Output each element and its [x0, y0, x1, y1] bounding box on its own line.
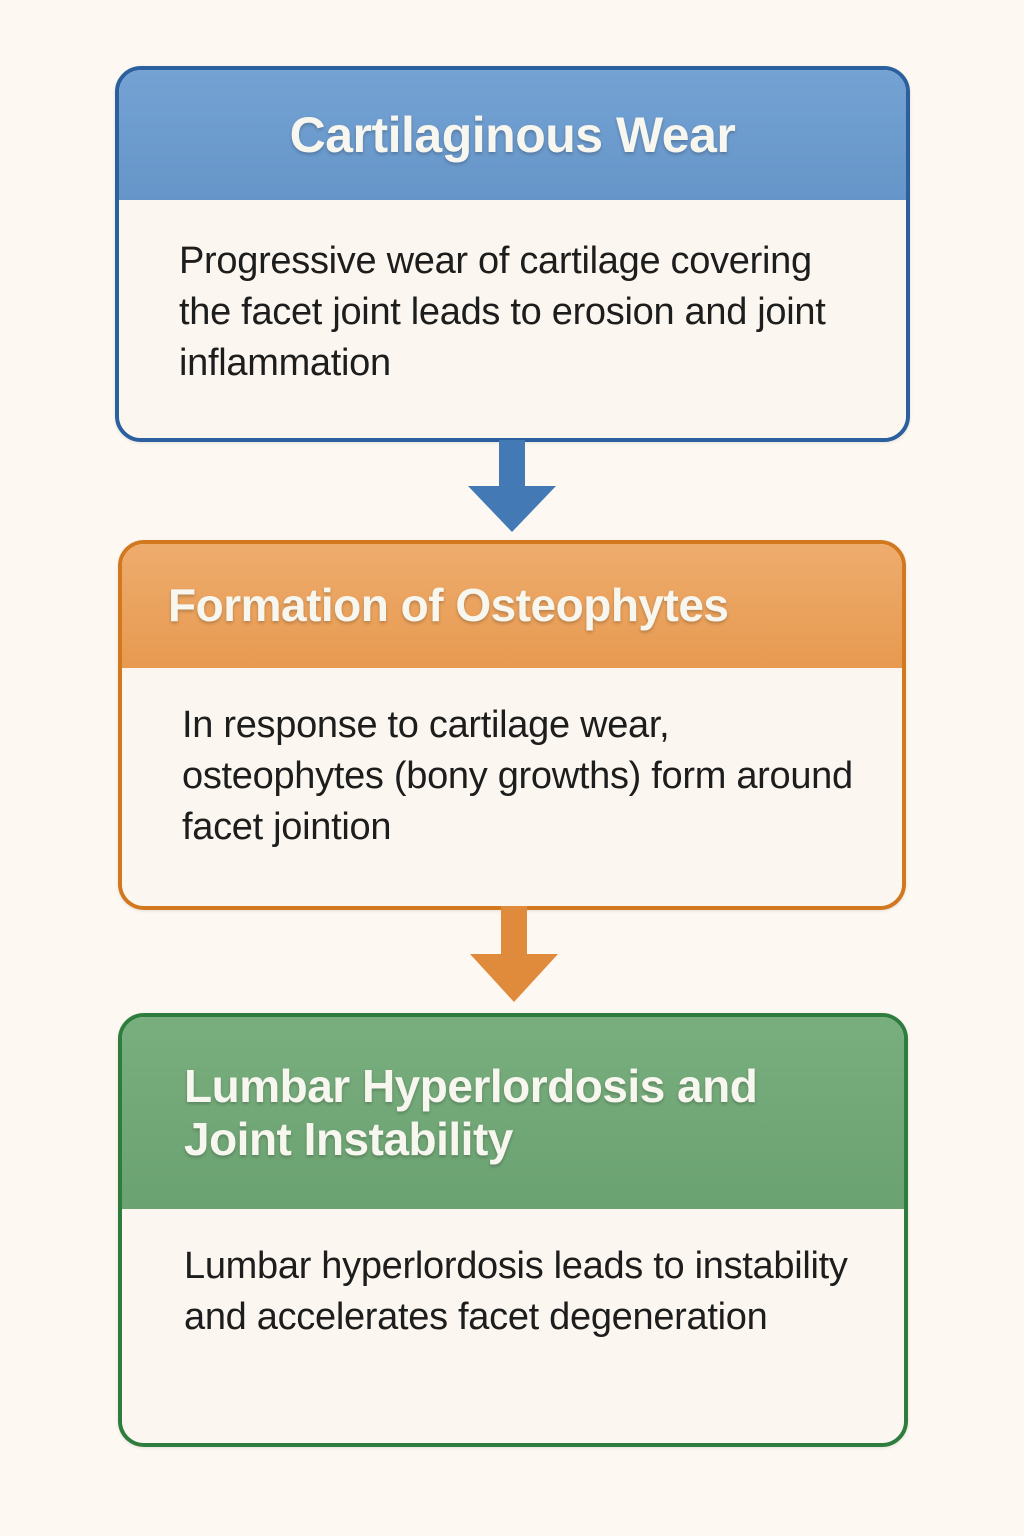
- flow-node-body-lumbar-hyperlordosis: Lumbar hyperlordosis leads to instabilit…: [122, 1209, 904, 1443]
- flow-node-cartilaginous-wear[interactable]: Cartilaginous Wear Progressive wear of c…: [115, 66, 910, 442]
- flow-node-formation-of-osteophytes[interactable]: Formation of Osteophytes In response to …: [118, 540, 906, 910]
- flow-node-body-cartilaginous-wear: Progressive wear of cartilage covering t…: [119, 200, 906, 438]
- flow-node-description-cartilaginous-wear: Progressive wear of cartilage covering t…: [179, 240, 826, 384]
- flow-node-header-formation-of-osteophytes: Formation of Osteophytes: [122, 544, 902, 668]
- flow-node-title-cartilaginous-wear: Cartilaginous Wear: [289, 107, 736, 163]
- arrow-down-icon-orange: [470, 906, 558, 1002]
- flow-node-title-formation-of-osteophytes: Formation of Osteophytes: [168, 579, 729, 632]
- arrow-down-icon-blue: [468, 440, 556, 532]
- flow-node-description-lumbar-hyperlordosis: Lumbar hyperlordosis leads to instabilit…: [184, 1245, 848, 1338]
- flow-node-description-formation-of-osteophytes: In response to cartilage wear, osteophyt…: [182, 704, 853, 848]
- flow-node-header-lumbar-hyperlordosis: Lumbar Hyperlordosis and Joint Instabili…: [122, 1017, 904, 1209]
- flow-node-lumbar-hyperlordosis[interactable]: Lumbar Hyperlordosis and Joint Instabili…: [118, 1013, 908, 1447]
- flow-node-header-cartilaginous-wear: Cartilaginous Wear: [119, 70, 906, 200]
- flow-node-body-formation-of-osteophytes: In response to cartilage wear, osteophyt…: [122, 668, 902, 906]
- flow-node-title-lumbar-hyperlordosis: Lumbar Hyperlordosis and Joint Instabili…: [184, 1059, 758, 1165]
